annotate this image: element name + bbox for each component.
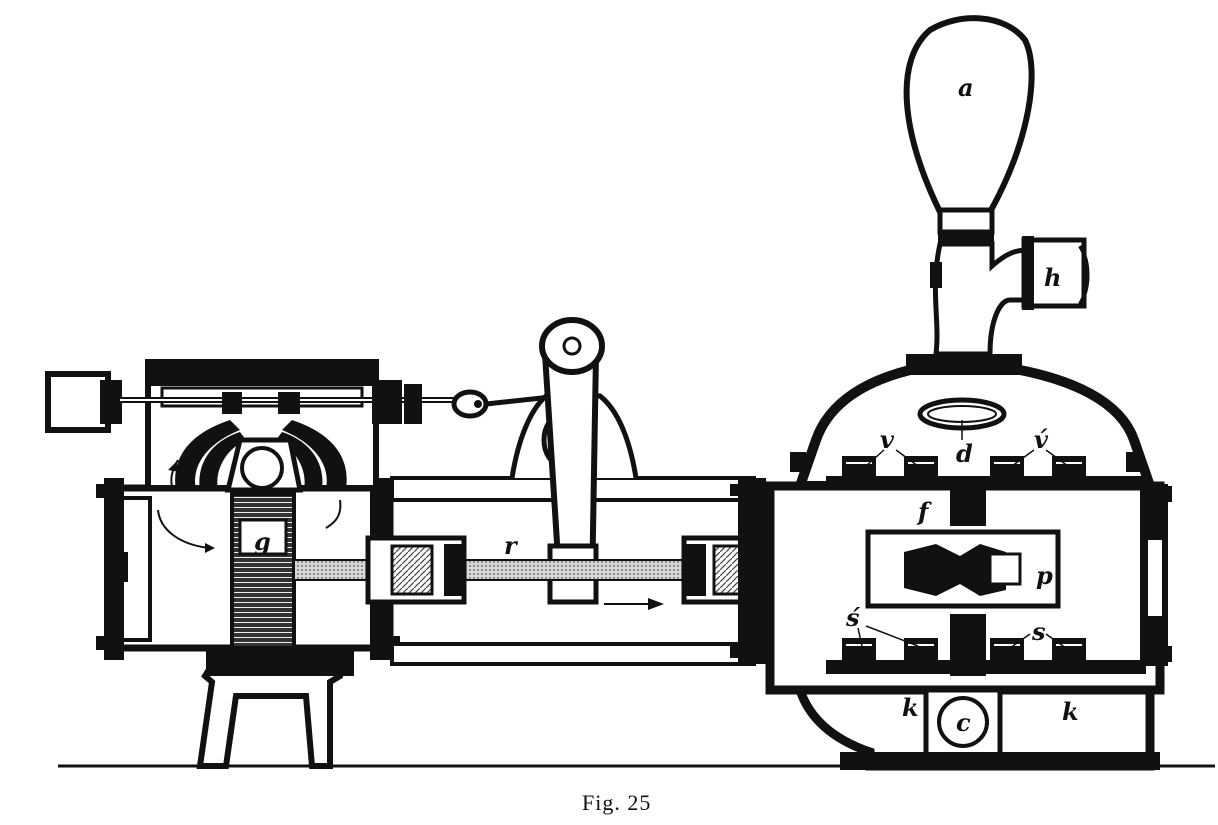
plunger [904, 544, 1006, 596]
figure-caption: Fig. 25 [582, 790, 651, 815]
label-k-right: k [1062, 697, 1079, 726]
steam-cylinder [45, 359, 561, 769]
center-frame [390, 317, 756, 666]
label-f: f [916, 497, 932, 526]
leader-lines [857, 420, 1069, 649]
valve-circle [240, 446, 284, 490]
label-d: d [956, 439, 973, 468]
stuffing-boxes [365, 478, 775, 664]
label-v-prime: v́ [1034, 425, 1049, 454]
label-k-left: k [902, 693, 919, 722]
label-g: g [254, 527, 271, 556]
label-s: s [1031, 617, 1046, 646]
label-r: r [504, 531, 519, 560]
label-h: h [1044, 263, 1061, 292]
label-s-prime: ś [845, 603, 861, 632]
piston [230, 492, 296, 650]
label-v: v [880, 425, 895, 454]
label-a: a [958, 73, 974, 102]
label-c: c [956, 708, 971, 737]
steam-pipe [45, 371, 111, 433]
pump-chamber [765, 15, 1172, 771]
label-p: p [1036, 561, 1053, 590]
lower-valves [842, 638, 1086, 662]
air-vessel [903, 15, 1035, 215]
